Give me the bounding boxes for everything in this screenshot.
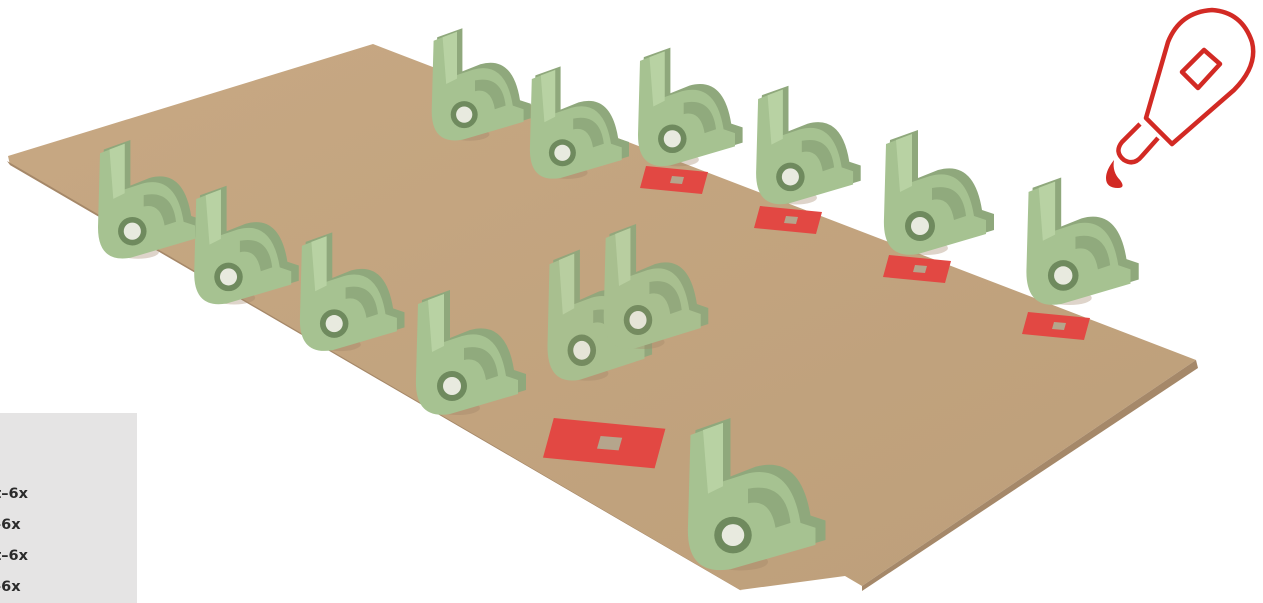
clip-top-2	[530, 66, 629, 179]
legend-list: ht–6x t–6x ht–6x t–6x	[0, 479, 40, 603]
clip-top-4	[756, 86, 861, 205]
legend-item: t–6x	[0, 572, 31, 603]
legend-item: ht–6x	[0, 541, 28, 572]
clip-top-3	[638, 48, 743, 167]
glue-bottle-icon	[1106, 10, 1253, 188]
legend-item: ht–6x	[0, 479, 28, 510]
clip-top-1	[432, 28, 531, 141]
parts-legend: ht–6x t–6x ht–6x t–6x	[0, 413, 137, 603]
clip-top-5	[884, 130, 994, 255]
legend-item: t–6x	[0, 510, 31, 541]
clip-top-6	[1026, 178, 1138, 306]
